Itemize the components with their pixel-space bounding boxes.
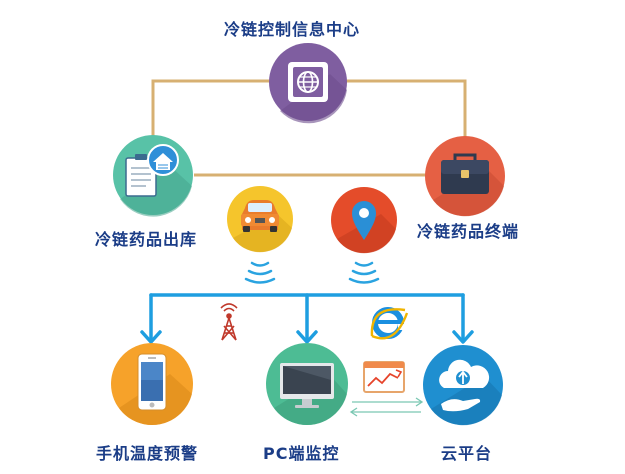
wireless-waves-location xyxy=(348,261,380,284)
pc-node xyxy=(266,343,348,425)
tree-connectors xyxy=(151,79,467,177)
label-warehouse-out: 冷链药品出库 xyxy=(95,230,198,249)
terminal-node xyxy=(425,136,505,217)
cloud-node xyxy=(423,345,503,426)
exchange-arrows xyxy=(349,397,424,417)
signal-tower-icon xyxy=(220,303,238,341)
wireless-waves-truck xyxy=(244,261,276,284)
trend-chart-icon xyxy=(363,361,405,393)
internet-explorer-icon xyxy=(370,307,409,340)
truck-node xyxy=(227,186,293,253)
label-terminal: 冷链药品终端 xyxy=(417,222,520,241)
connector-center-right xyxy=(346,79,467,140)
monitor-icon xyxy=(280,363,334,408)
mobile-node xyxy=(111,343,193,425)
location-pin-icon xyxy=(352,201,376,240)
label-cloud: 云平台 xyxy=(441,444,493,463)
cloud-upload-hand-icon xyxy=(439,359,490,412)
smartphone-icon xyxy=(137,353,167,411)
connector-center-left xyxy=(151,79,270,140)
briefcase-icon xyxy=(441,153,489,194)
warehouse-out-node xyxy=(113,135,193,217)
delivery-truck-icon xyxy=(241,200,279,232)
globe-screen-icon xyxy=(288,62,328,102)
label-mobile-alert: 手机温度预警 xyxy=(96,444,199,463)
clipboard-warehouse-icon xyxy=(125,144,179,197)
center-node xyxy=(269,43,347,124)
location-node xyxy=(331,187,397,254)
blue-connectors xyxy=(140,293,474,344)
label-pc-monitor: PC端监控 xyxy=(263,444,340,463)
diagram-title: 冷链控制信息中心 xyxy=(224,20,361,39)
